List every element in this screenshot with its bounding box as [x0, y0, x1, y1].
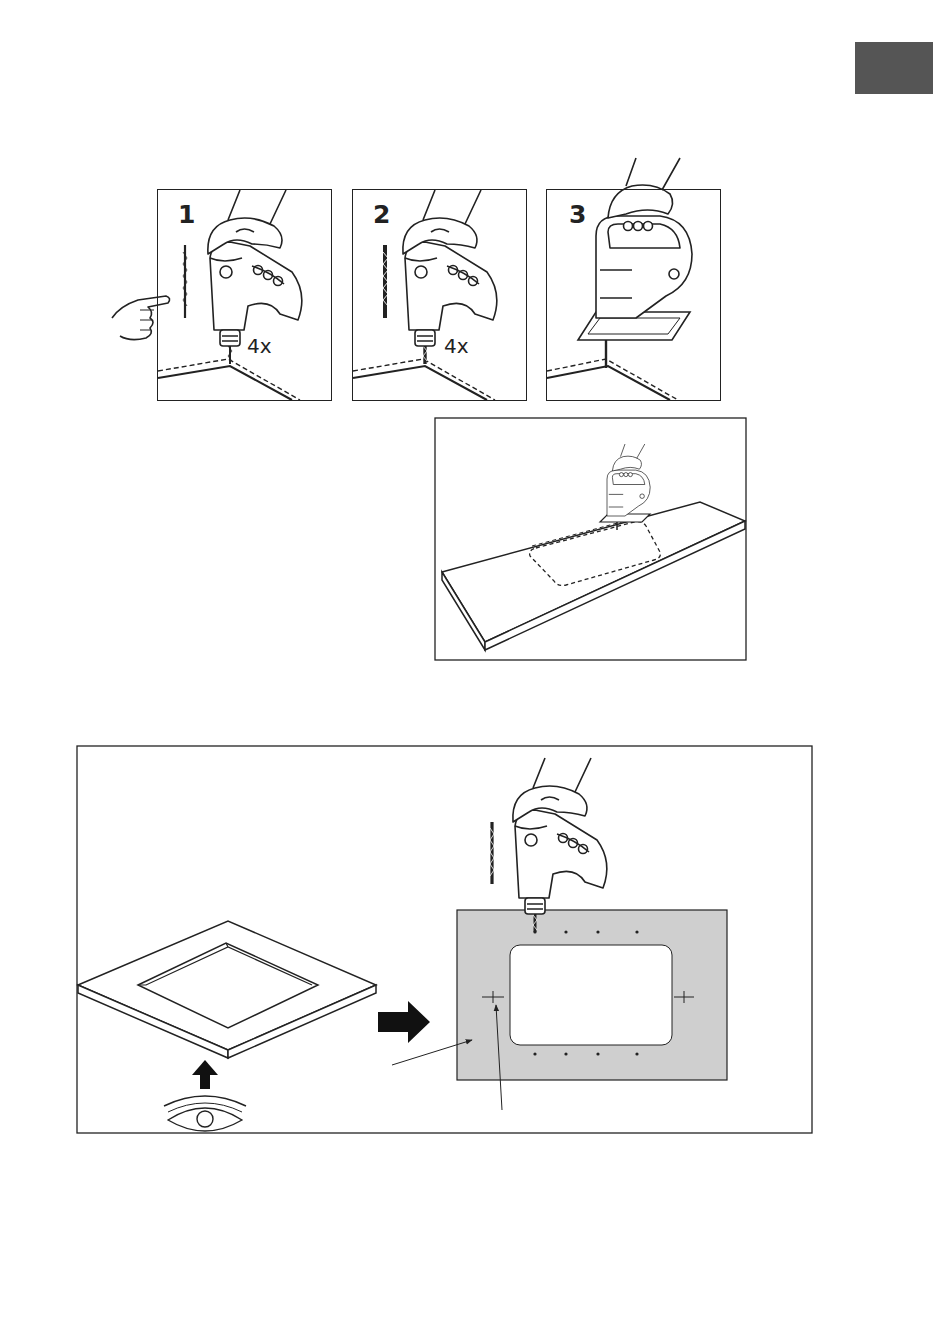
template-panel-part-part	[596, 1052, 599, 1055]
drill-step-one-part	[158, 359, 300, 400]
jigsaw-step-three-part	[596, 158, 692, 318]
repeat-count: 4x	[444, 336, 469, 356]
drill-step-two	[353, 190, 497, 400]
template-panel-part	[457, 910, 727, 1080]
template-panel-part	[138, 943, 312, 985]
worktop-cutout-part	[435, 418, 746, 660]
template-panel-part	[482, 991, 694, 1003]
template-panel-part	[168, 1108, 242, 1131]
template-panel-part	[513, 758, 607, 914]
template-panel-part-part	[635, 1052, 638, 1055]
template-panel-part	[496, 1005, 502, 1110]
jigsaw-step-three	[547, 158, 692, 400]
template-panel-part	[197, 1111, 213, 1127]
template-panel-part	[200, 1073, 210, 1089]
jigsaw-step-three-part	[547, 366, 670, 400]
jigsaw-step-three-part	[547, 359, 678, 400]
step-number: 3	[569, 202, 586, 227]
template-panel-part	[490, 822, 493, 884]
template-panel-part	[510, 945, 672, 1045]
drill-step-one-part	[112, 296, 170, 340]
template-panel-part	[78, 921, 376, 1050]
template-panel-part-part	[635, 930, 638, 933]
drill-step-two-part	[403, 190, 497, 346]
drill-step-two-part	[353, 366, 487, 400]
template-panel-part	[192, 1060, 218, 1075]
drill-step-one-part	[158, 366, 292, 400]
drill-step-one	[112, 190, 302, 400]
page-tab	[855, 42, 933, 94]
template-panel-part	[77, 746, 812, 1133]
template-panel-part	[533, 930, 638, 1055]
drill-step-two-part	[353, 359, 495, 400]
drill-step-two-part	[383, 245, 387, 318]
template-panel-part	[168, 1103, 242, 1112]
drill-step-one-part	[208, 190, 302, 346]
template-panel	[77, 746, 812, 1133]
drill-step-two-part	[383, 252, 388, 306]
template-panel-part-part	[564, 930, 567, 933]
template-panel-part	[490, 828, 494, 876]
worktop-cutout-part	[485, 521, 745, 650]
repeat-count: 4x	[247, 336, 272, 356]
jigsaw-step-three-part	[588, 318, 680, 334]
template-panel-part-part	[596, 930, 599, 933]
template-panel-part-part	[564, 1052, 567, 1055]
step-panel: 3	[546, 189, 721, 401]
step-number: 2	[373, 202, 390, 227]
step-panel: 1 4x	[157, 189, 332, 401]
drill-step-one-part	[183, 252, 187, 306]
worktop-cutout-part	[607, 444, 650, 516]
step-panel: 2 4x	[352, 189, 527, 401]
template-panel-part	[378, 1001, 430, 1043]
worktop-cutout-part	[442, 502, 745, 642]
worktop-cutout-part	[530, 522, 661, 586]
drill-step-one-part	[184, 245, 186, 318]
template-panel-part	[164, 1096, 246, 1106]
worktop-cutout	[435, 418, 746, 660]
step-number: 1	[178, 202, 195, 227]
template-panel-part	[138, 943, 318, 1028]
drill-step-one-part	[140, 310, 154, 330]
template-panel-part	[392, 1040, 472, 1065]
worktop-cutout-part	[442, 572, 485, 650]
template-panel-part-part	[533, 1052, 536, 1055]
